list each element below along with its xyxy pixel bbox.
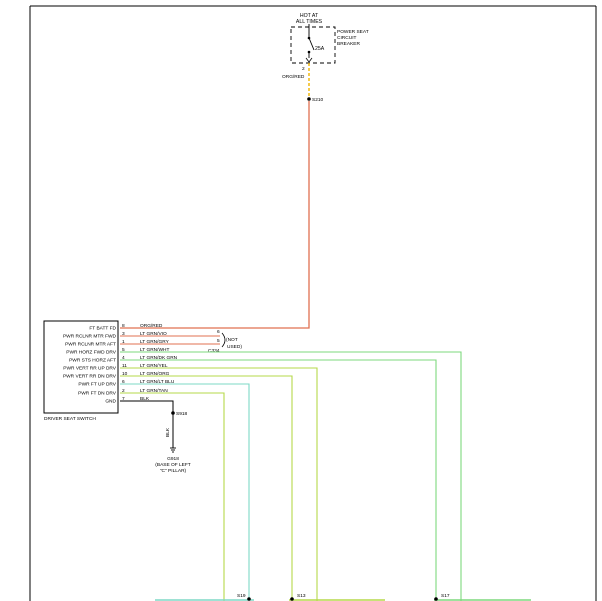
- switch-row-wire-label: LT GRN/WHT: [140, 347, 169, 353]
- switch-rows: FT BATT FD 8 ORG/RED PWR RCLNR MTR FWD 3 LT G…: [63, 323, 178, 405]
- wire-vert-up: [120, 367, 318, 601]
- all-times-label: ALL TIMES: [296, 19, 323, 25]
- switch-row-label: PWR FT UP DRV: [78, 382, 116, 388]
- wire-ft-dn: [120, 392, 225, 601]
- switch-row-label: PWR VERT RR DN DRV: [63, 374, 117, 380]
- splice-s210-dot: [307, 97, 311, 101]
- switch-row-label: PWR FT DN DRV: [78, 391, 117, 397]
- switch-row-label: PWR RCLNR MTR AFT: [65, 342, 116, 348]
- breaker-pin-number: 2: [302, 66, 305, 72]
- connector-bracket: [221, 332, 226, 348]
- switch-row-pin: 2: [122, 388, 125, 394]
- switch-row-pin: 7: [122, 396, 125, 402]
- switch-row-wire-label: BLK: [140, 396, 150, 402]
- splice-s13-dot: [290, 597, 294, 601]
- switch-row-label: PWR HORZ FWD DRV: [66, 350, 117, 356]
- splice-s918-label: S918: [176, 411, 188, 417]
- splice-s17-dot: [434, 597, 438, 601]
- switch-row-pin: 5: [122, 347, 125, 353]
- wire-ft-up: [120, 383, 250, 601]
- wire-horz-fwd: [120, 351, 462, 601]
- ground-wire-label: BLK: [165, 427, 171, 437]
- connector-pin-b: 5: [217, 338, 220, 344]
- splice-s17-label: S17: [441, 593, 450, 599]
- wire-horz-aft: [120, 359, 437, 601]
- splice-s19-label: S19: [237, 593, 246, 599]
- driver-seat-switch-box: [43, 320, 119, 414]
- connector-note-2: USED): [227, 344, 242, 350]
- splice-s918-dot: [171, 411, 175, 415]
- breaker-name-line3: BREAKER: [337, 41, 360, 47]
- ground-symbol: [170, 447, 176, 453]
- switch-row-pin: 10: [122, 371, 128, 377]
- connector-name: C334: [208, 348, 220, 354]
- driver-seat-switch-name: DRIVER SEAT SWITCH: [44, 416, 96, 422]
- switch-row-wire-label: LT GRN/DK GRN: [140, 355, 178, 361]
- switch-row-pin: 6: [122, 379, 125, 385]
- switch-row-pin: 3: [122, 331, 125, 337]
- ground-location-1: (BASE OF LEFT: [155, 462, 191, 468]
- splice-s210-label: S210: [312, 97, 324, 103]
- switch-row-wire-label: LT GRN/VIO: [140, 331, 167, 337]
- switch-row-wire-label: LT GRN/YEL: [140, 363, 168, 369]
- switch-row-label: GND: [105, 399, 116, 405]
- hot-at-label: HOT AT: [300, 13, 319, 19]
- switch-row-pin: 8: [122, 323, 125, 329]
- wire-ground: [120, 400, 174, 448]
- breaker-wire-label: ORG/RED: [282, 74, 305, 80]
- breaker-rating: 25A: [315, 46, 325, 52]
- breaker-arm: [308, 37, 315, 51]
- splice-s19-dot: [247, 597, 251, 601]
- breaker-name-line2: CIRCUIT: [337, 35, 357, 41]
- splice-s13-label: S13: [297, 593, 306, 599]
- switch-row-label: FT BATT FD: [89, 326, 116, 332]
- breaker-pin-marker: [305, 57, 313, 63]
- connector-pin-a: 6: [217, 329, 220, 335]
- ground-location-2: "C" PILLAR): [160, 468, 187, 474]
- switch-row-label: PWR VERT RR UP DRV: [63, 366, 116, 372]
- switch-row-pin: 1: [122, 339, 125, 345]
- switch-row-wire-label: LT GRN/ORG: [140, 371, 170, 377]
- switch-row-pin: 11: [122, 363, 127, 369]
- switch-row-wire-label: LT GRN/LT BLU: [140, 379, 175, 385]
- breaker-dashed-box: [290, 26, 336, 64]
- power-feed-wire: [120, 101, 310, 329]
- switch-row-label: PWR STS HORZ AFT: [69, 358, 116, 364]
- ground-name: G918: [167, 456, 179, 462]
- switch-row-wire-label: LT GRN/GRY: [140, 339, 170, 345]
- switch-row-wire-label: LT GRN/TAN: [140, 388, 168, 394]
- connector-note-1: (NOT: [226, 337, 238, 343]
- switch-row-pin: 4: [122, 355, 125, 361]
- switch-row-wire-label: ORG/RED: [140, 323, 163, 329]
- breaker-name-line1: POWER SEAT: [337, 29, 369, 35]
- switch-row-label: PWR RCLNR MTR FWD: [63, 334, 117, 340]
- circuit-breaker: HOT AT ALL TIMES 25A POWER SEAT CIRCUIT …: [282, 13, 369, 80]
- wire-vert-dn: [120, 375, 293, 601]
